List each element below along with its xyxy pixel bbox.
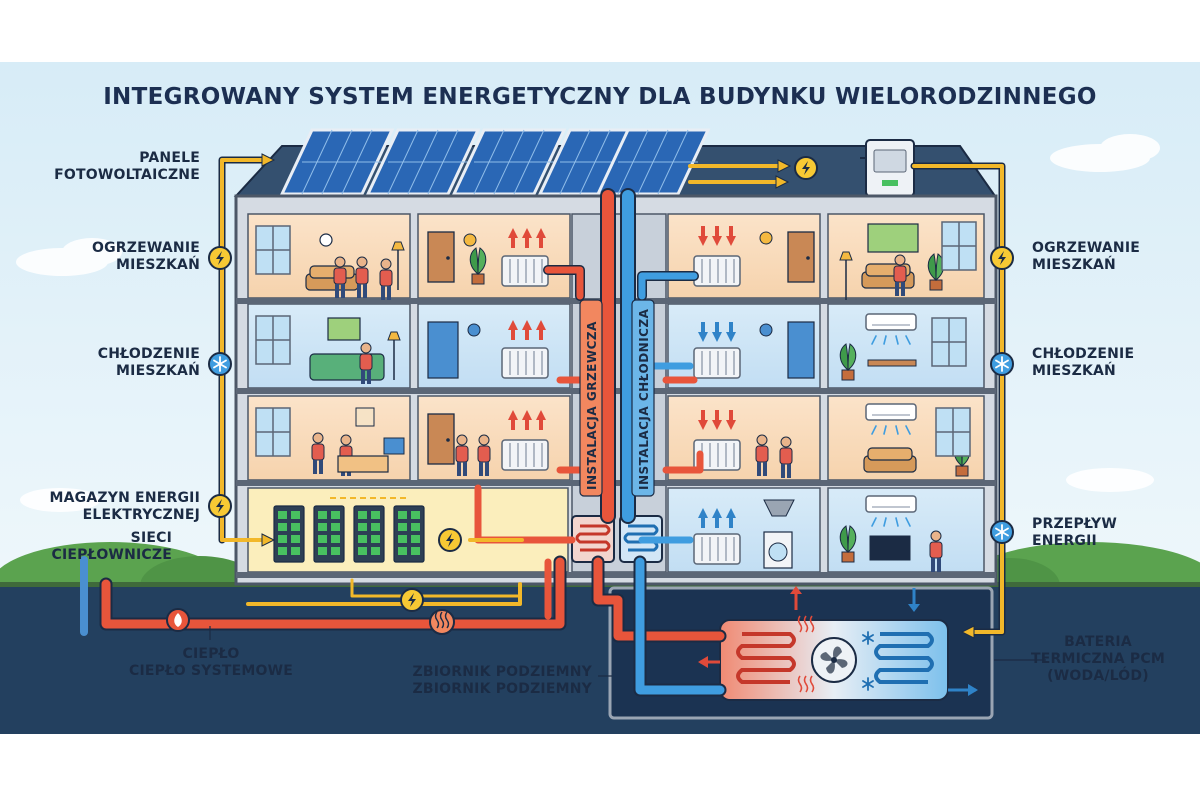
label-heating-right: OGRZEWANIE MIESZKAŃ bbox=[1032, 240, 1192, 274]
label-pcm-line2: TERMICZNA PCM bbox=[1031, 651, 1165, 667]
label-cooling-right: CHŁODZENIE MIESZKAŃ bbox=[1032, 346, 1192, 380]
label-storage-line2: ELEKTRYCZNEJ bbox=[82, 507, 200, 523]
clock-icon bbox=[319, 233, 333, 247]
label-heat-src-line1: CIEPŁO bbox=[182, 646, 240, 662]
clouds bbox=[16, 134, 1160, 512]
label-flow-line2: ENERGII bbox=[1032, 533, 1097, 549]
flame-icon bbox=[166, 608, 190, 632]
battery-rack-icon bbox=[273, 497, 425, 563]
bolt-icon bbox=[990, 246, 1014, 270]
cooling-riser bbox=[620, 188, 699, 544]
heat-wave-icon bbox=[429, 609, 455, 635]
label-flow-line1: PRZEPŁYW bbox=[1032, 516, 1118, 532]
room-furnishings bbox=[255, 221, 977, 573]
label-heating-right-line2: MIESZKAŃ bbox=[1032, 257, 1116, 273]
label-electric-storage: MAGAZYN ENERGII ELEKTRYCZNEJ bbox=[12, 490, 200, 524]
label-pcm-line3: (WODA/LÓD) bbox=[1047, 668, 1149, 684]
label-cooling-left-line2: MIESZKAŃ bbox=[116, 363, 200, 379]
label-heating-right-line1: OGRZEWANIE bbox=[1032, 240, 1141, 256]
inverter-icon bbox=[860, 139, 915, 197]
label-tank-line1: ZBIORNIK PODZIEMNY bbox=[412, 664, 592, 680]
label-district-line1: SIECI bbox=[130, 530, 172, 546]
label-district-line2: CIEPŁOWNICZE bbox=[51, 547, 172, 563]
label-pcm-line1: BATERIA bbox=[1064, 634, 1132, 650]
label-cooling-left: CHŁODZENIE MIESZKAŃ bbox=[20, 346, 200, 380]
label-heating-left: OGRZEWANIE MIESZKAŃ bbox=[20, 240, 200, 274]
label-underground-tank: ZBIORNIK PODZIEMNY ZBIORNIK PODZIEMNY bbox=[386, 664, 592, 698]
bolt-icon bbox=[208, 494, 232, 518]
label-system-heat: CIEPŁO CIEPŁO SYSTEMOWE bbox=[86, 646, 336, 680]
label-energy-flow: PRZEPŁYW ENERGII bbox=[1032, 516, 1192, 550]
label-heat-src-line2: CIEPŁO SYSTEMOWE bbox=[128, 663, 294, 679]
label-district-heating: SIECI CIEPŁOWNICZE bbox=[12, 530, 172, 564]
bolt-icon bbox=[794, 156, 818, 180]
label-pcm-battery: BATERIA TERMICZNA PCM (WODA/LÓD) bbox=[1008, 634, 1188, 685]
power-lines bbox=[218, 156, 1006, 636]
label-pv-line1: PANELE bbox=[139, 150, 200, 166]
label-tank-line2: ZBIORNIK PODZIEMNY bbox=[412, 681, 592, 697]
label-pv-line2: FOTOWOLTAICZNE bbox=[54, 167, 200, 183]
snowflake-icon bbox=[208, 352, 232, 376]
riser-label-cooling: INSTALACJA CHŁODNICZA bbox=[637, 308, 651, 490]
bolt-icon bbox=[208, 246, 232, 270]
page-title: INTEGROWANY SYSTEM ENERGETYCZNY DLA BUDY… bbox=[103, 84, 1097, 110]
snowflake-icon bbox=[990, 520, 1014, 544]
label-cooling-right-line1: CHŁODZENIE bbox=[1032, 346, 1135, 362]
label-pv-panels: PANELE FOTOWOLTAICZNE bbox=[20, 150, 200, 184]
heating-riser bbox=[543, 188, 704, 524]
snowflake-icon bbox=[862, 631, 874, 691]
solar-panels bbox=[279, 128, 711, 196]
bolt-icon bbox=[400, 588, 424, 612]
label-heating-left-line2: MIESZKAŃ bbox=[116, 257, 200, 273]
label-cooling-right-line2: MIESZKAŃ bbox=[1032, 363, 1116, 379]
bolt-icon bbox=[438, 528, 462, 552]
snowflake-icon bbox=[990, 352, 1014, 376]
riser-label-heating: INSTALACJA GRZEWCZA bbox=[585, 321, 599, 490]
heat-wave-icon bbox=[797, 615, 815, 693]
label-storage-line1: MAGAZYN ENERGII bbox=[49, 490, 200, 506]
fan-icon bbox=[811, 637, 857, 683]
district-heating-pipe bbox=[80, 484, 727, 697]
label-cooling-left-line1: CHŁODZENIE bbox=[97, 346, 200, 362]
label-heating-left-line1: OGRZEWANIE bbox=[91, 240, 200, 256]
